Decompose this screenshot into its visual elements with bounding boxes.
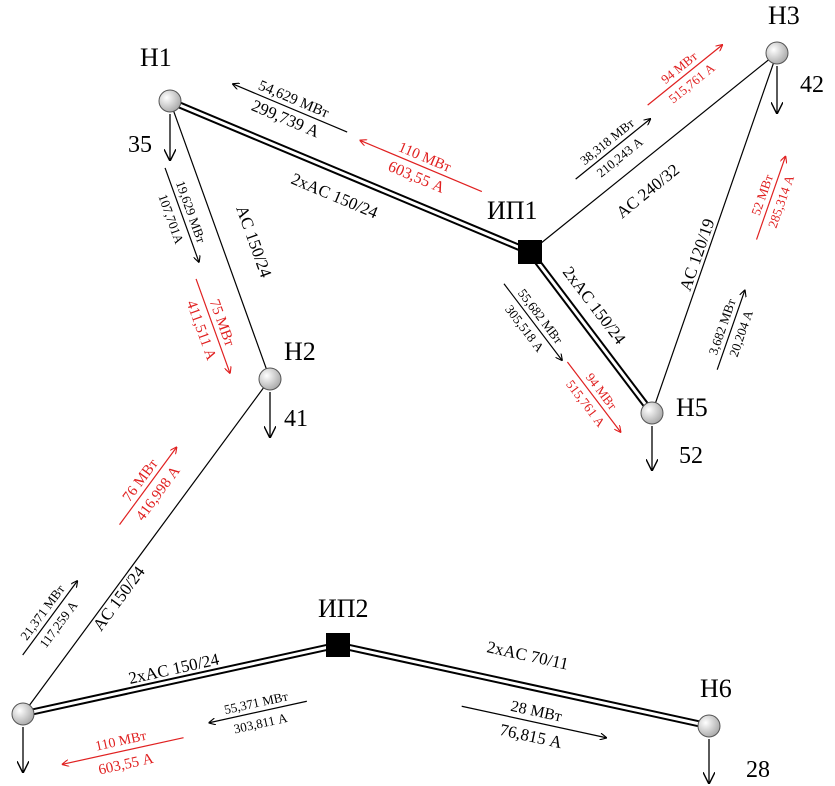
flow-n4-ip2-black: 55,371 МВт 303,811 А	[206, 688, 307, 736]
line-ip1-n5	[527, 249, 655, 416]
line-n1-ip1	[168, 97, 532, 256]
flow-ip1-n5-black: 55,682 МВт 305,518 А	[502, 283, 566, 371]
flow-n3-n5-black: 3,682 МВт 20,204 А	[705, 285, 756, 370]
node-label-n1: Н1	[140, 43, 172, 72]
flow-n2-n4-red: 76 МВт 416,998 А	[119, 437, 184, 525]
source-label-ip1: ИП1	[487, 196, 538, 225]
load-value-n6: 28	[746, 757, 770, 783]
line-n3-n5	[651, 52, 778, 414]
flow-n1-n2-red: 75 МВт 411,511 А	[183, 278, 237, 380]
source-ip1	[518, 240, 542, 264]
line-n1-n2	[169, 100, 271, 380]
source-label-ip2: ИП2	[318, 594, 369, 623]
line-label-n3-n5: AC 120/19	[676, 216, 719, 293]
node-label-n6: Н6	[700, 674, 732, 703]
flow-n1-n2-black: 19,629 МВт 107,701А	[155, 167, 209, 268]
line-label-ip2-n6: 2xAC 70/11	[485, 637, 570, 673]
node-n3	[765, 41, 789, 65]
node-label-n3: Н3	[768, 1, 800, 30]
line-label-ip1-n3: AC 240/32	[613, 160, 683, 222]
line-ip1-n3	[529, 52, 778, 253]
load-value-n2: 41	[284, 406, 308, 432]
flow-n3-n5-red: 52 МВт 285,314 А	[748, 151, 797, 240]
load-value-n3: 42	[800, 72, 824, 98]
flow-n1-ip1-red: 110 МВт 603,55 А	[352, 125, 483, 197]
line-ip2-n6	[337, 641, 710, 730]
load-value-n5: 52	[679, 443, 703, 469]
flow-ip1-n5-red: 94 МВт 515,761 А	[563, 361, 634, 443]
node-n1	[158, 89, 182, 113]
flow-current-label: 76,815 А	[498, 720, 565, 752]
line-label-n1-n2: AC 150/24	[232, 203, 275, 281]
node-n6	[697, 714, 721, 738]
node-n2	[258, 367, 282, 391]
flow-power-label: 110 МВт	[94, 729, 148, 755]
line-n2-n4	[22, 378, 271, 715]
line-label-n1-ip1: 2xAC 150/24	[288, 169, 381, 222]
source-ip2	[326, 633, 350, 657]
flow-n2-n4-black: 21,371 МВт 117,259 А	[17, 571, 81, 656]
node-label-n2: Н2	[284, 337, 316, 366]
node-n4	[11, 702, 35, 726]
load-value-n1: 35	[128, 132, 152, 158]
node-label-n5: Н5	[676, 393, 708, 422]
node-n5	[640, 401, 664, 425]
flow-ip1-n3-red: 94 МВт 515,761 А	[647, 32, 734, 106]
flow-current-label: 303,811 А	[232, 710, 289, 736]
flow-power-label: 28 МВт	[509, 698, 563, 726]
flow-n4-ip2-red: 110 МВт 603,55 А	[59, 729, 184, 778]
flow-n1-ip1-black: 54,629 МВт 299,739 А	[225, 78, 348, 142]
line-label-n2-n4: AC 150/24	[89, 562, 149, 634]
line-n4-ip2	[22, 641, 339, 718]
